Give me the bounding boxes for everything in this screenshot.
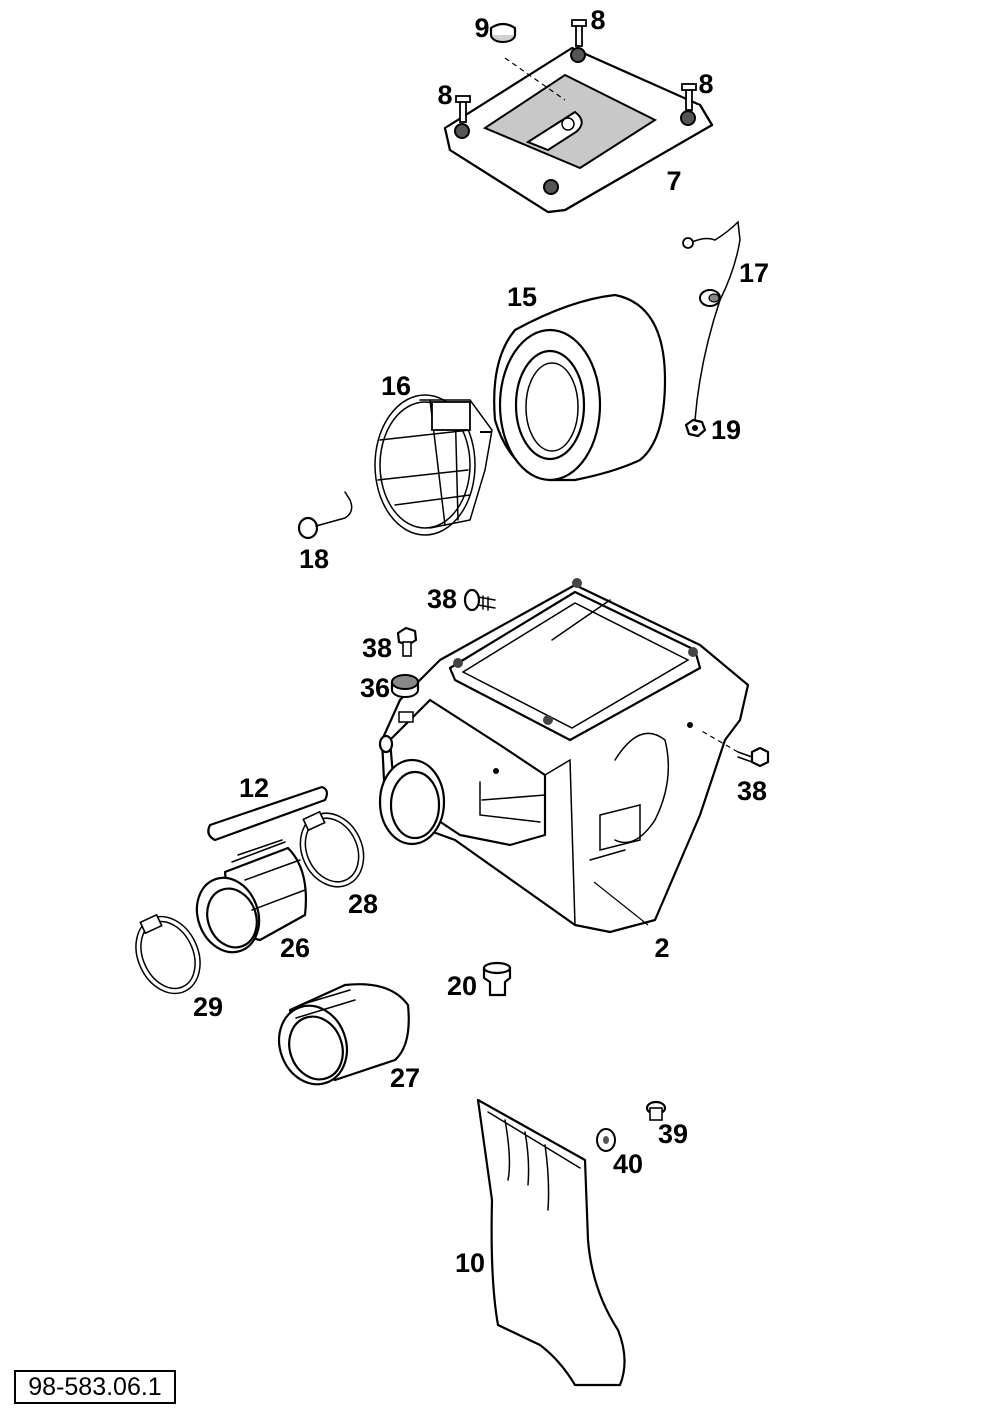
part-labels: 9 8 8 8 7 17 15 16 19 18 38 38 36 38 12 …	[193, 5, 769, 1278]
part-label-20: 20	[447, 971, 477, 1001]
part-label-2: 2	[654, 933, 669, 963]
part-label-15: 15	[507, 282, 537, 312]
part-40-washer	[596, 1128, 616, 1152]
part-20-drain-plug	[482, 961, 512, 997]
part-10-mud-flap	[476, 1098, 626, 1387]
part-label-38-right: 38	[737, 776, 767, 806]
part-label-28: 28	[348, 889, 378, 919]
part-label-38-middle: 38	[362, 633, 392, 663]
part-36-grommet	[390, 674, 420, 698]
part-38-screw-middle	[396, 626, 418, 657]
part-29-hose-clamp	[135, 913, 201, 995]
part-label-10: 10	[455, 1248, 485, 1278]
part-label-8-right: 8	[698, 69, 713, 99]
part-9-plug	[489, 22, 566, 101]
part-18-pin	[297, 491, 353, 540]
part-label-8-left: 8	[437, 80, 452, 110]
part-label-7: 7	[666, 166, 681, 196]
part-2-air-filter-box	[378, 578, 750, 934]
part-28-hose-clamp	[299, 810, 365, 888]
part-label-38-upper: 38	[427, 584, 457, 614]
part-38-screw-upper	[463, 588, 496, 612]
part-12-hose	[207, 785, 329, 842]
part-26-intake-boot	[195, 839, 307, 954]
part-label-19: 19	[711, 415, 741, 445]
part-19-nut	[684, 418, 707, 438]
part-7-filter-box-cover	[443, 46, 714, 214]
part-8-screws	[455, 19, 697, 123]
part-label-9: 9	[474, 13, 489, 43]
part-label-18: 18	[299, 544, 329, 574]
part-label-16: 16	[381, 371, 411, 401]
part-label-17: 17	[739, 258, 769, 288]
part-39-screw	[645, 1100, 667, 1121]
part-label-29: 29	[193, 992, 223, 1022]
part-label-12: 12	[239, 773, 269, 803]
part-15-air-filter	[493, 293, 667, 482]
part-16-filter-cage	[374, 394, 493, 536]
drawing-number-box: 98-583.06.1	[14, 1370, 176, 1404]
part-label-8-top: 8	[590, 5, 605, 35]
part-label-27: 27	[390, 1063, 420, 1093]
part-label-36: 36	[360, 673, 390, 703]
part-label-39: 39	[658, 1119, 688, 1149]
part-38-screw-right	[699, 729, 770, 768]
part-label-40: 40	[613, 1149, 643, 1179]
part-label-26: 26	[280, 933, 310, 963]
part-17-wire-clip	[682, 220, 741, 421]
part-27-intake-sleeve	[278, 983, 410, 1086]
cover-bolt-holes	[454, 47, 696, 195]
